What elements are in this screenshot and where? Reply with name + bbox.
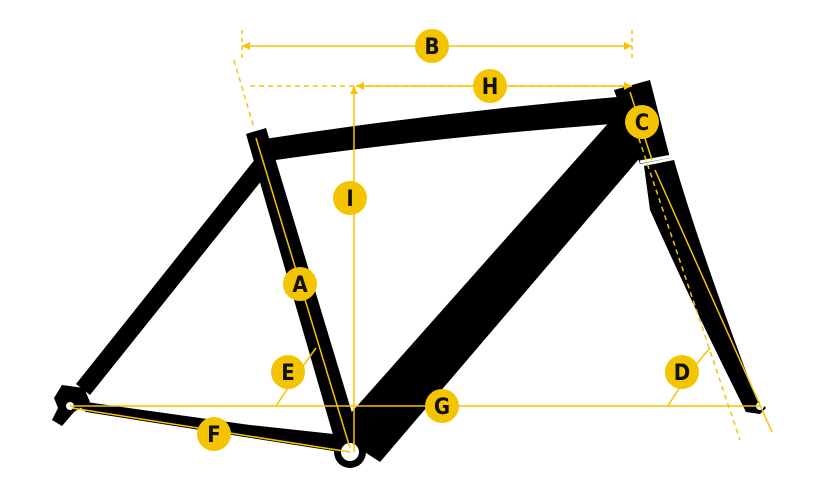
- badge-g: G: [425, 389, 459, 423]
- dim-b-arrow-right: [624, 42, 632, 50]
- dim-h-arrow-right: [624, 82, 632, 90]
- fork-axis: [654, 169, 773, 433]
- badge-c: C: [625, 105, 659, 139]
- headset-gap: [639, 154, 673, 164]
- badge-b-text: B: [424, 35, 439, 60]
- badge-g-text: G: [434, 395, 450, 420]
- seat-tube-extension: [233, 59, 255, 129]
- badge-a: A: [283, 267, 317, 301]
- dimension-lines: [70, 30, 773, 453]
- badge-h-text: H: [482, 75, 499, 100]
- dim-b-arrow-left: [242, 42, 250, 50]
- badge-d-text: D: [674, 361, 690, 386]
- badge-e-text: E: [281, 361, 295, 386]
- down-tube: [334, 110, 650, 462]
- badge-b: B: [415, 29, 449, 63]
- badge-d: D: [665, 355, 699, 389]
- badge-h: H: [473, 69, 507, 103]
- badge-a-text: A: [292, 273, 308, 298]
- badge-f: F: [197, 417, 231, 451]
- badge-f-text: F: [207, 423, 221, 448]
- badge-c-text: C: [635, 111, 650, 136]
- seat-stay: [76, 158, 270, 395]
- bike-frame: [52, 80, 766, 468]
- dim-h-arrow-left: [356, 82, 364, 90]
- badge-e: E: [271, 355, 305, 389]
- label-badges: B H C I A E D G: [197, 29, 699, 451]
- dim-i-arrow-top: [350, 86, 358, 94]
- badge-i: I: [333, 181, 367, 215]
- badge-i-text: I: [346, 187, 353, 212]
- steering-axis: [635, 129, 741, 441]
